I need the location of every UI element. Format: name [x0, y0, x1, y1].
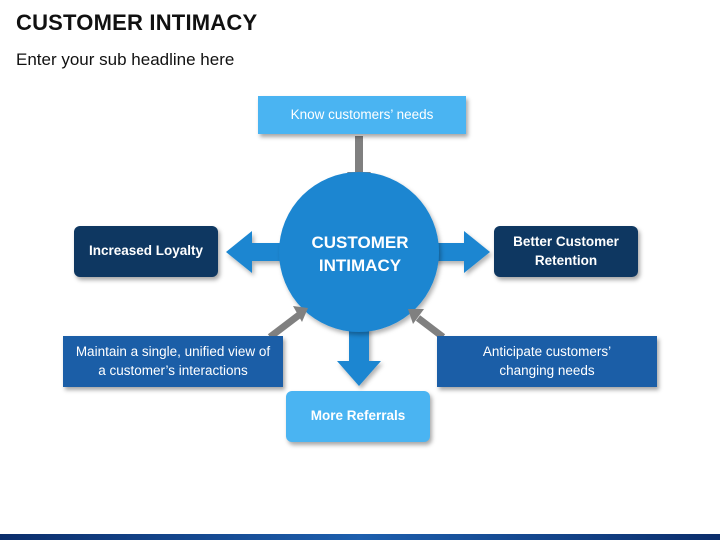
- page-subtitle: Enter your sub headline here: [16, 50, 235, 69]
- unified-view-box: Maintain a single, unified view of a cus…: [63, 336, 283, 387]
- arrow-bottom-left-in: [267, 306, 308, 340]
- better-customer-retention-box: Better Customer Retention: [494, 226, 638, 277]
- arrow-bottom-right-in: [408, 309, 446, 340]
- center-circle: [279, 172, 439, 332]
- center-label: CUSTOMER INTIMACY: [311, 233, 409, 275]
- arrow-left-out: [226, 231, 288, 273]
- arrow-down-out: [337, 325, 381, 386]
- more-referrals-box: More Referrals: [286, 391, 430, 442]
- page-title: CUSTOMER INTIMACY: [16, 10, 258, 35]
- footer-bar: [0, 534, 720, 540]
- know-customers-needs-box: Know customers’ needs: [258, 96, 466, 134]
- arrow-right-out: [432, 231, 490, 273]
- increased-loyalty-box: Increased Loyalty: [74, 226, 218, 277]
- anticipate-needs-box: Anticipate customers’ changing needs: [437, 336, 657, 387]
